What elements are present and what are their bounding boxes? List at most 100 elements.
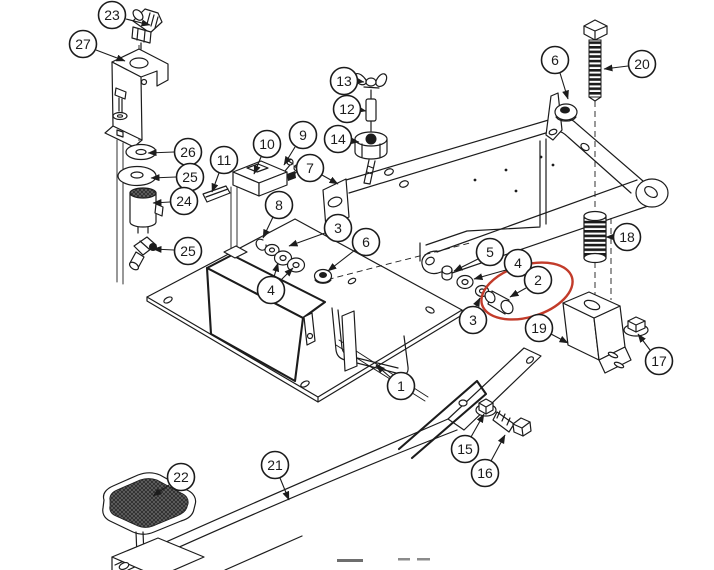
callout-10: 10 xyxy=(252,129,282,175)
leader-arrow xyxy=(355,77,365,85)
balloon-number: 4 xyxy=(267,282,275,298)
leader-arrow xyxy=(125,18,151,27)
callout-7: 7 xyxy=(295,153,339,185)
balloon-circle xyxy=(209,145,239,175)
leader-arrow xyxy=(152,484,170,497)
callout-23: 23 xyxy=(97,0,151,30)
balloon-number: 21 xyxy=(267,457,283,473)
callout-3: 3 xyxy=(288,213,353,247)
leader-arrow xyxy=(470,413,485,438)
callout-6: 6 xyxy=(327,227,381,272)
balloon-circle xyxy=(329,66,359,96)
balloon-number: 6 xyxy=(551,52,559,68)
balloon-circle xyxy=(323,124,353,154)
balloon-circle xyxy=(450,434,480,464)
balloon-number: 4 xyxy=(514,255,522,271)
part-coupler-12 xyxy=(365,89,377,132)
balloon-number: 9 xyxy=(299,127,307,143)
balloon-number: 25 xyxy=(182,169,198,185)
callout-3: 3 xyxy=(458,297,488,335)
balloon-number: 8 xyxy=(275,197,283,213)
balloon-circle xyxy=(173,236,203,266)
balloon-circle xyxy=(386,371,416,401)
balloon-circle xyxy=(323,213,353,243)
part-spring-18 xyxy=(583,210,607,264)
part-flange-nut-15 xyxy=(475,398,497,417)
callout-26: 26 xyxy=(147,137,203,167)
balloon-number: 3 xyxy=(469,312,477,328)
balloon-number: 20 xyxy=(634,56,650,72)
balloon-circle xyxy=(68,29,98,59)
part-washer-4 xyxy=(456,274,474,290)
callout-16: 16 xyxy=(470,434,506,488)
leader-arrow xyxy=(559,72,569,100)
balloon-number: 14 xyxy=(330,131,346,147)
leader-arrow xyxy=(603,64,629,72)
part-spacer-11 xyxy=(202,185,231,203)
part-nut-14 xyxy=(354,131,388,185)
callout-8: 8 xyxy=(262,190,294,239)
leader-arrow xyxy=(279,477,290,501)
balloon-circle xyxy=(644,346,674,376)
balloon-circle xyxy=(264,190,294,220)
leader-arrow xyxy=(509,287,527,298)
part-valve-24 xyxy=(129,187,164,234)
part-washer-stack-left xyxy=(264,243,306,273)
balloon-circle xyxy=(295,153,325,183)
leader-arrow xyxy=(321,174,339,185)
callout-6: 6 xyxy=(540,45,570,100)
callout-19: 19 xyxy=(524,313,569,344)
leader-arrow xyxy=(637,333,651,351)
callout-9: 9 xyxy=(283,120,318,166)
balloon-circle xyxy=(475,237,505,267)
balloon-number: 24 xyxy=(176,193,192,209)
leader-arrow xyxy=(327,249,356,272)
balloon-circle xyxy=(351,227,381,257)
balloon-number: 25 xyxy=(180,243,196,259)
leader-arrow xyxy=(152,199,171,206)
callout-17: 17 xyxy=(637,333,674,376)
callout-11: 11 xyxy=(209,145,239,193)
callout-4: 4 xyxy=(473,248,533,281)
balloon-number: 23 xyxy=(104,7,120,23)
callout-27: 27 xyxy=(68,29,126,62)
part-bushing-6-left xyxy=(313,268,333,284)
callout-20: 20 xyxy=(603,49,657,79)
leader-arrow xyxy=(262,216,274,239)
balloon-circle xyxy=(252,129,282,159)
callout-15: 15 xyxy=(450,413,485,464)
balloon-circle xyxy=(627,49,657,79)
balloon-number: 13 xyxy=(336,73,352,89)
part-washer-26 xyxy=(125,143,157,161)
part-spacer-5 xyxy=(441,265,453,281)
leader-arrow xyxy=(356,105,367,113)
part-bushing-6-right xyxy=(545,92,578,141)
callout-12: 12 xyxy=(332,94,367,124)
leader-arrow xyxy=(150,174,177,182)
balloon-circle xyxy=(169,186,199,216)
balloon-number: 19 xyxy=(531,320,547,336)
balloon-number: 26 xyxy=(180,144,196,160)
balloon-number: 3 xyxy=(334,220,342,236)
balloon-number: 27 xyxy=(75,36,91,52)
callout-22: 22 xyxy=(152,462,196,497)
balloon-number: 16 xyxy=(477,465,493,481)
part-bracket-27 xyxy=(104,48,169,148)
leader-arrow xyxy=(288,232,326,247)
balloon-number: 6 xyxy=(362,234,370,250)
balloon-number: 12 xyxy=(339,101,355,117)
balloon-number: 5 xyxy=(486,244,494,260)
callout-18: 18 xyxy=(605,222,642,252)
leader-arrow xyxy=(279,267,294,282)
balloon-circle xyxy=(524,313,554,343)
balloon-circle xyxy=(332,94,362,124)
part-lift-arm xyxy=(421,178,669,275)
balloon-circle xyxy=(612,222,642,252)
callout-13: 13 xyxy=(329,66,365,96)
balloon-number: 15 xyxy=(457,441,473,457)
callout-1: 1 xyxy=(375,364,416,401)
callout-21: 21 xyxy=(260,450,290,501)
balloon-circle xyxy=(540,45,570,75)
balloon-circle xyxy=(166,462,196,492)
